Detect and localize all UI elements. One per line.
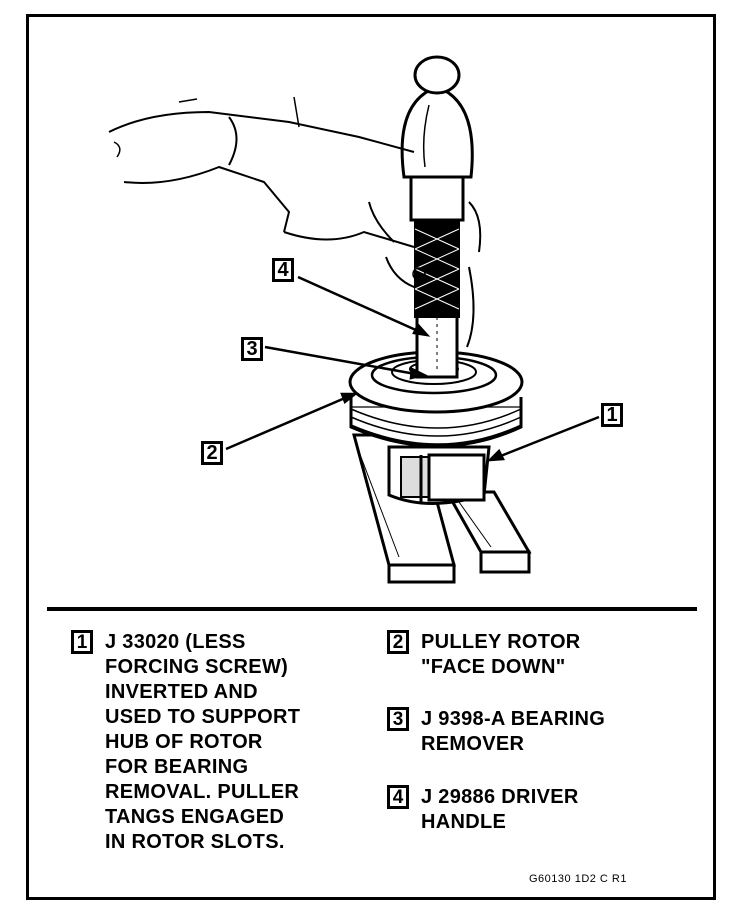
callout-1: 1 bbox=[601, 403, 623, 427]
figure-frame: 4 3 2 1 1 J 33020 (LESS FORCING SCREW) I… bbox=[26, 14, 716, 900]
legend-number: 4 bbox=[387, 785, 409, 809]
legend-item-4: 4 J 29886 DRIVER HANDLE bbox=[387, 785, 579, 835]
driver-handle bbox=[400, 55, 474, 379]
legend-item-3: 3 J 9398-A BEARING REMOVER bbox=[387, 707, 605, 757]
callout-2: 2 bbox=[201, 441, 223, 465]
figure-code: G60130 1D2 C R1 bbox=[529, 873, 627, 885]
legend-divider bbox=[47, 607, 697, 611]
legend-number: 3 bbox=[387, 707, 409, 731]
illustration bbox=[108, 55, 600, 584]
leader-lines bbox=[225, 275, 600, 462]
legend-text: J 29886 DRIVER HANDLE bbox=[421, 786, 579, 833]
support-tool bbox=[387, 445, 491, 505]
callout-3: 3 bbox=[241, 337, 263, 361]
callout-4: 4 bbox=[272, 258, 294, 282]
legend-number: 1 bbox=[71, 630, 93, 654]
legend-item-2: 2 PULLEY ROTOR "FACE DOWN" bbox=[387, 630, 581, 680]
legend-text: J 33020 (LESS FORCING SCREW) INVERTED AN… bbox=[105, 631, 301, 853]
legend-number: 2 bbox=[387, 630, 409, 654]
hand bbox=[108, 96, 482, 348]
legend-item-1: 1 J 33020 (LESS FORCING SCREW) INVERTED … bbox=[71, 630, 300, 855]
legend-text: J 9398-A BEARING REMOVER bbox=[421, 708, 606, 755]
legend-text: PULLEY ROTOR "FACE DOWN" bbox=[421, 631, 581, 678]
